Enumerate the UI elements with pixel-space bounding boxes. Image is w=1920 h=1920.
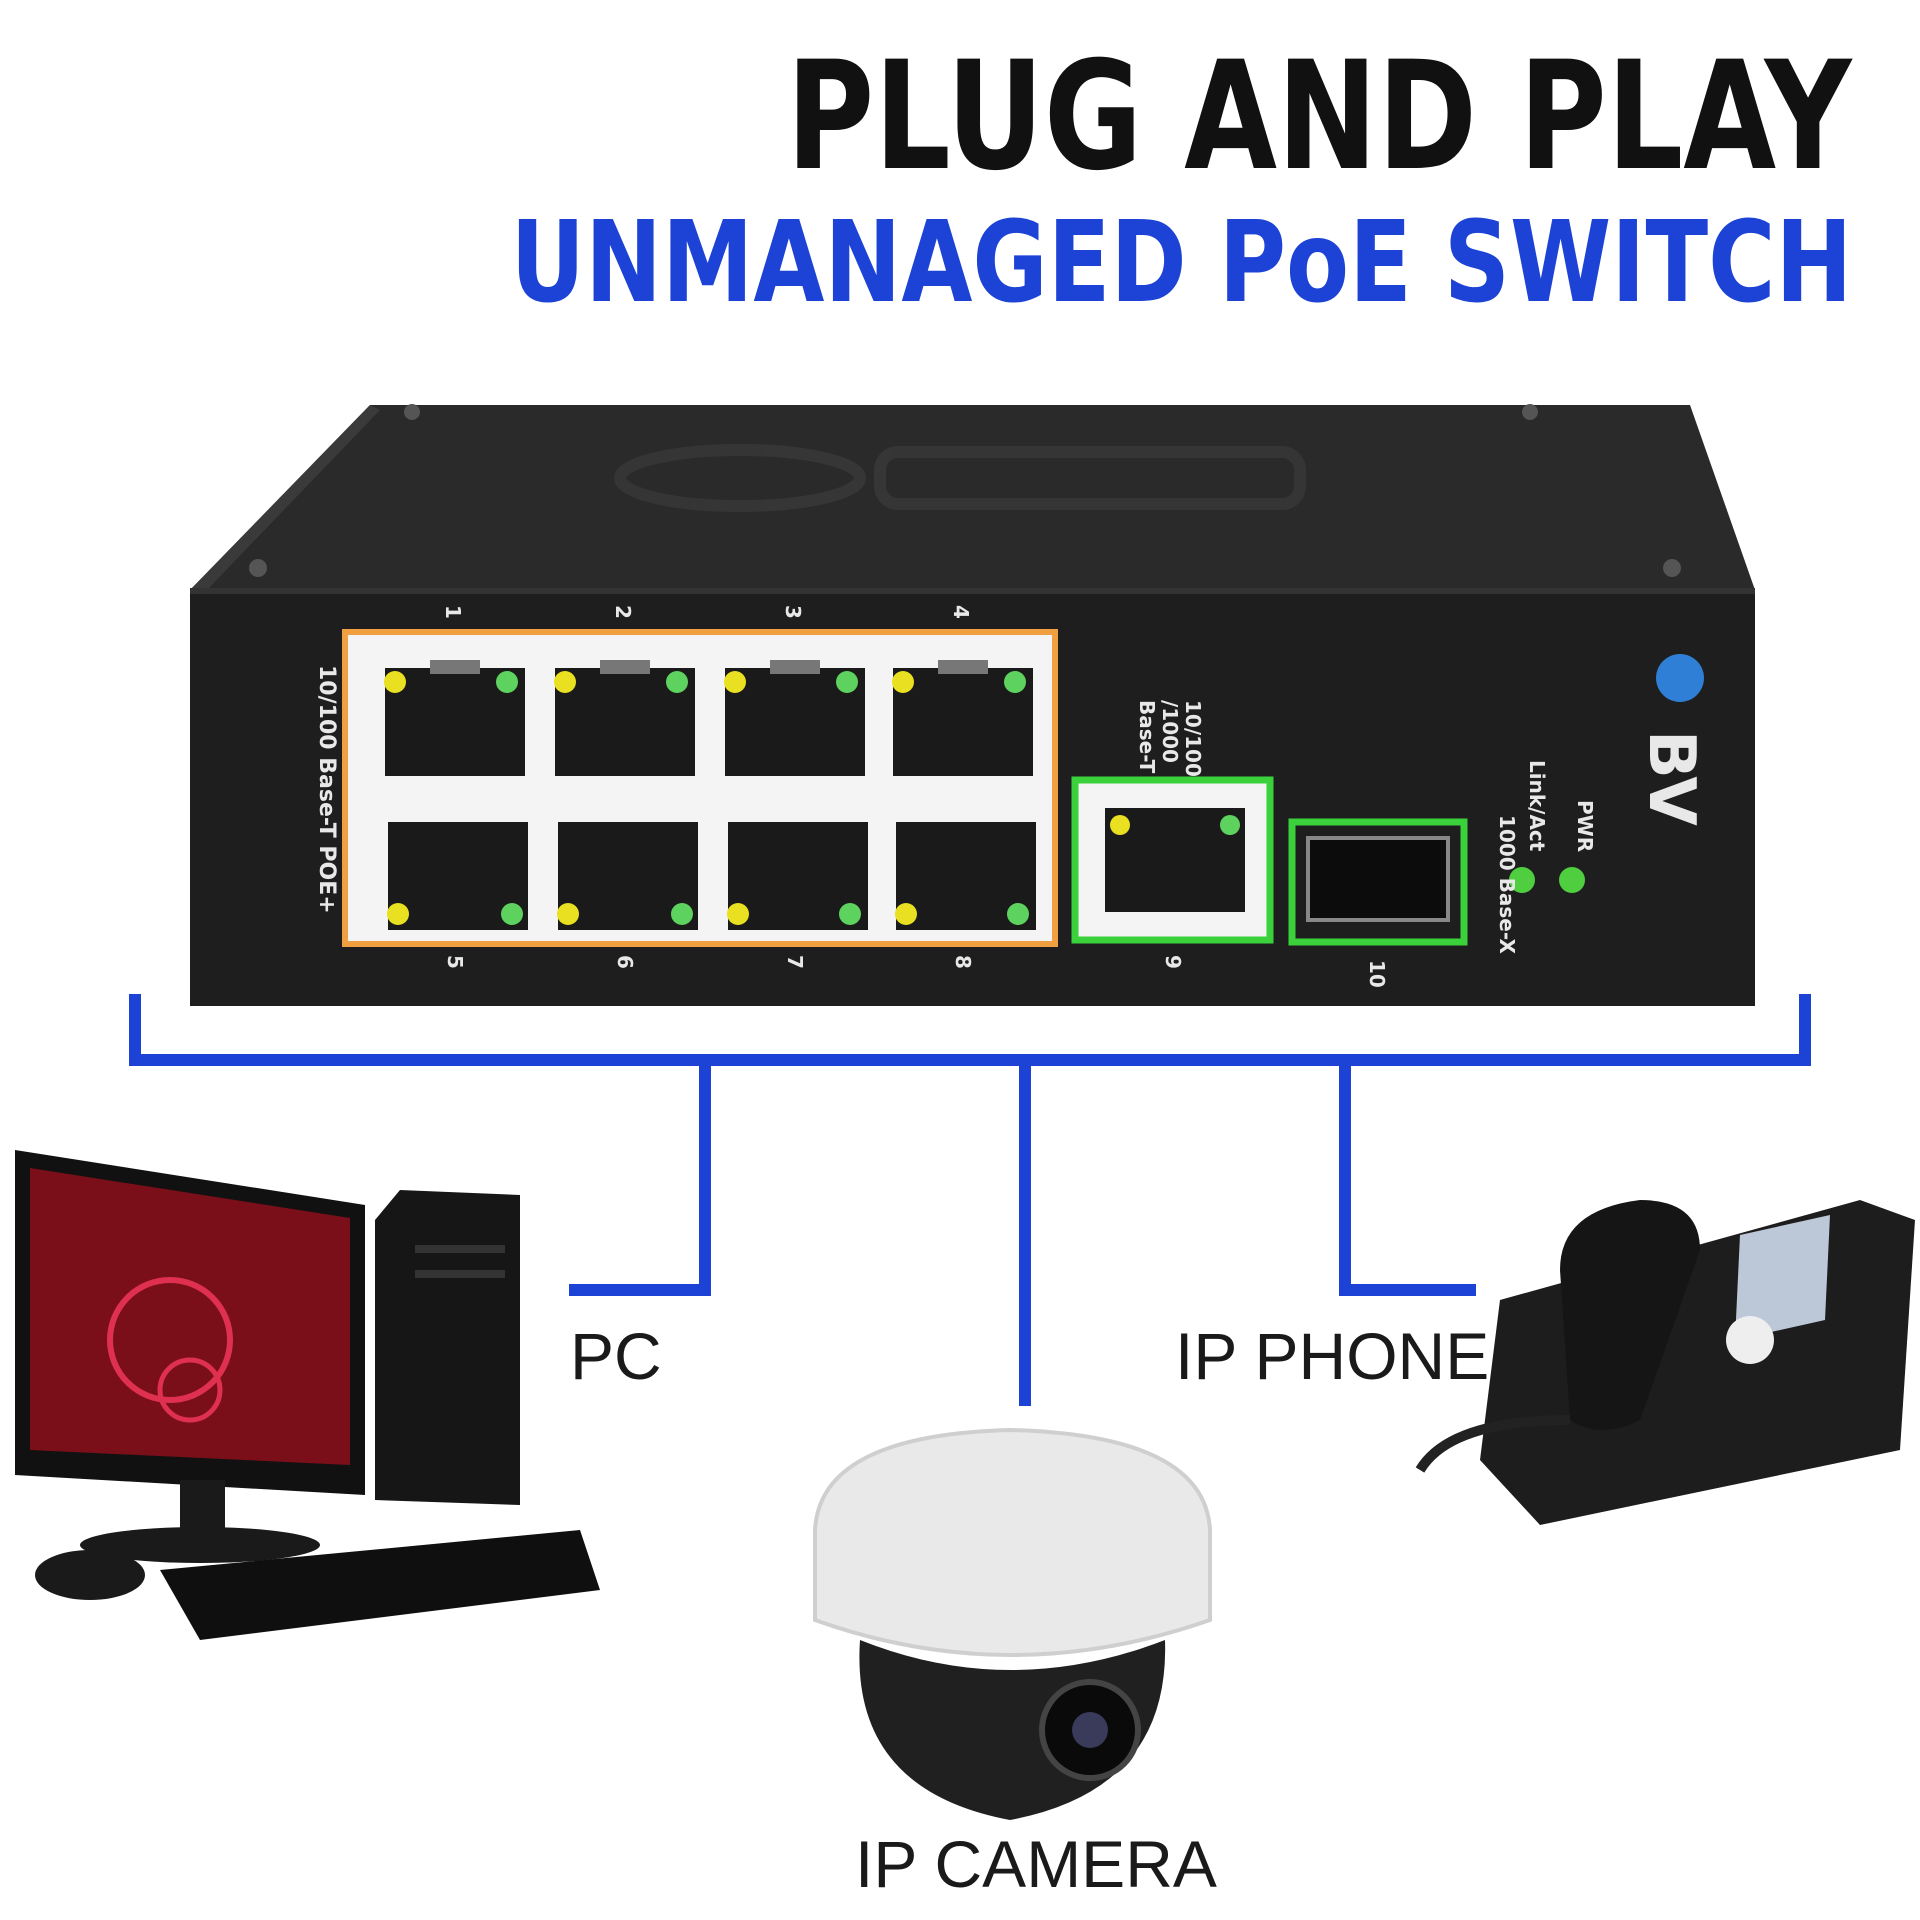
rj45-port-9-uplink[interactable] [1071, 776, 1274, 944]
port-row-top [384, 660, 1033, 776]
phone-handset [1560, 1200, 1700, 1430]
phone-cord [1415, 1415, 1571, 1473]
port9-speed-line3: Base-T [1135, 700, 1159, 774]
poe-switch: 10/100 Base-T POE+ 10/100 /1000 Base-T 1… [190, 404, 1755, 1006]
headline-title: PLUG AND PLAY [786, 30, 1852, 204]
rj45-port-7[interactable] [727, 822, 868, 930]
port-number-10: 10 [1365, 960, 1389, 988]
port-number-7: 7 [783, 955, 807, 969]
switch-top-face [190, 405, 1755, 590]
port-number-2: 2 [611, 605, 635, 619]
camera-housing [813, 1427, 1212, 1657]
led-pwr-indicator [1559, 867, 1585, 893]
rj45-port-5[interactable] [387, 822, 528, 930]
rj45-port-4[interactable] [892, 660, 1033, 776]
rj45-port-6[interactable] [557, 822, 698, 930]
poe-group-label: 10/100 Base-T POE+ [314, 665, 339, 914]
led-linkact-label: Link/Act [1525, 760, 1549, 852]
rj45-port-2[interactable] [554, 660, 695, 776]
ip-camera-illustration [813, 1427, 1212, 1820]
sfp-speed-label: 1000 Base-X [1495, 815, 1519, 955]
connection-lines [129, 994, 1811, 1406]
bus-line [129, 994, 1811, 1066]
brand-logo [1656, 654, 1704, 702]
ip-camera-label: IP CAMERA [855, 1827, 1217, 1901]
pc-label: PC [570, 1319, 662, 1393]
phone-connector-line [1339, 1054, 1476, 1296]
port9-speed-line2: /1000 [1158, 700, 1182, 763]
rj45-port-1[interactable] [384, 660, 525, 776]
sfp-port-10[interactable] [1288, 818, 1468, 946]
phone-display [1735, 1215, 1830, 1340]
port-number-1: 1 [441, 605, 465, 619]
port-number-9: 9 [1161, 955, 1185, 969]
port-number-3: 3 [781, 605, 805, 619]
desktop-pc-illustration [15, 1150, 600, 1640]
port-number-6: 6 [613, 955, 637, 969]
top-logo-emboss [614, 444, 1306, 512]
port-row-bottom [387, 822, 1036, 930]
rj45-port-8[interactable] [895, 822, 1036, 930]
port-number-5: 5 [443, 955, 467, 969]
led-linkact-indicator [1509, 867, 1535, 893]
ip-phone-label: IP PHONE [1175, 1319, 1490, 1393]
rj45-port-3[interactable] [724, 660, 865, 776]
port-number-8: 8 [951, 955, 975, 969]
port9-speed-line1: 10/100 [1181, 700, 1205, 777]
ip-phone-illustration [1415, 1200, 1915, 1525]
pc-tower [375, 1190, 520, 1505]
keyboard [160, 1530, 600, 1640]
pc-connector-line [569, 1054, 711, 1296]
headline-subtitle: UNMANAGED PoE SWITCH [510, 198, 1852, 328]
led-pwr-label: PWR [1573, 800, 1597, 852]
port-number-4: 4 [949, 605, 973, 619]
brand-logo-text: BV [1634, 730, 1708, 826]
mouse [35, 1550, 145, 1600]
